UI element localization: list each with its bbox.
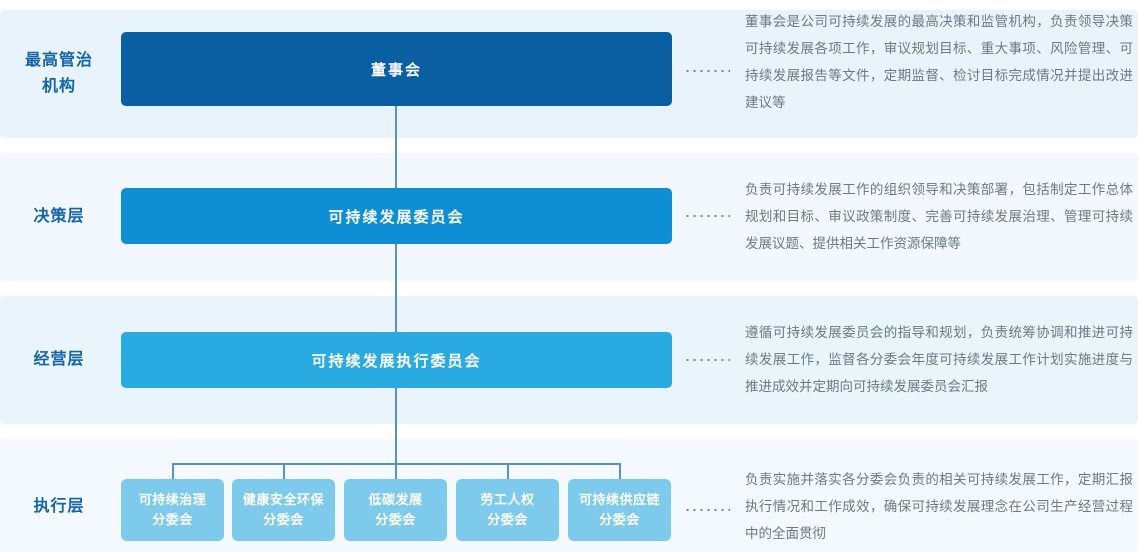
description-3: 遵循可持续发展委员会的指导和规划，负责统筹协调和推进可持续发展工作，监督各分委会… (745, 325, 1133, 394)
sub-committee-5-line1: 可持续供应链 (578, 492, 660, 507)
sub-committee-3-line1: 低碳发展 (368, 492, 423, 507)
org-box-board-of-directors[interactable]: 董事会 (121, 32, 672, 106)
sub-committee-2-line2: 分委会 (263, 512, 304, 527)
connector-trunk-3 (395, 387, 397, 465)
sub-committee-1-line1: 可持续治理 (138, 492, 207, 507)
stage-label-3-line1: 经营层 (33, 351, 85, 368)
org-box-sustainability-executive-committee-label: 可持续发展执行委员会 (311, 352, 482, 370)
connector-drop-3 (395, 463, 397, 479)
description-2: 负责可持续发展工作的组织领导和决策部署，包括制定工作总体规划和目标、审议政策制度… (745, 182, 1133, 251)
sub-committee-3-line2: 分委会 (375, 512, 416, 527)
stage-label-4: 执行层 (0, 494, 118, 520)
stage-label-1: 最高管治 机构 (0, 48, 118, 100)
sub-committee-box-4[interactable]: 劳工人权 分委会 (456, 479, 559, 541)
dotted-leader-1 (684, 70, 730, 72)
connector-trunk-1 (395, 104, 397, 189)
sub-committee-box-2[interactable]: 健康安全环保 分委会 (232, 479, 335, 541)
sub-committee-5-line2: 分委会 (599, 512, 640, 527)
dotted-leader-4 (684, 509, 730, 511)
connector-drop-4 (507, 463, 509, 479)
dotted-leader-3 (684, 359, 730, 361)
connector-drop-5 (619, 463, 621, 479)
sub-committee-4-line1: 劳工人权 (480, 492, 535, 507)
sub-committee-box-1[interactable]: 可持续治理 分委会 (121, 479, 224, 541)
connector-drop-2 (283, 463, 285, 479)
stage-label-1-line2: 机构 (41, 78, 76, 95)
description-4: 负责实施并落实各分委会负责的相关可持续发展工作，定期汇报执行情况和工作成效，确保… (745, 472, 1133, 541)
sub-committee-2-line1: 健康安全环保 (242, 492, 324, 507)
org-box-board-label: 董事会 (370, 61, 422, 79)
stage-label-2: 决策层 (0, 204, 118, 230)
sub-committee-4-line2: 分委会 (487, 512, 528, 527)
description-1: 董事会是公司可持续发展的最高决策和监管机构，负责领导决策可持续发展各项工作，审议… (745, 14, 1133, 110)
sub-committee-1-line2: 分委会 (152, 512, 193, 527)
sub-committee-box-3[interactable]: 低碳发展 分委会 (344, 479, 447, 541)
connector-trunk-2 (395, 243, 397, 333)
dotted-leader-2 (684, 215, 730, 217)
org-box-sustainability-committee[interactable]: 可持续发展委员会 (121, 188, 672, 244)
connector-drop-1 (172, 463, 174, 479)
sub-committee-box-5[interactable]: 可持续供应链 分委会 (568, 479, 671, 541)
org-box-sustainability-committee-label: 可持续发展委员会 (328, 208, 465, 226)
stage-label-4-line1: 执行层 (33, 498, 85, 515)
stage-label-3: 经营层 (0, 347, 118, 373)
stage-label-1-line1: 最高管治 (24, 52, 93, 69)
org-box-sustainability-executive-committee[interactable]: 可持续发展执行委员会 (121, 332, 672, 388)
stage-label-2-line1: 决策层 (33, 208, 85, 225)
